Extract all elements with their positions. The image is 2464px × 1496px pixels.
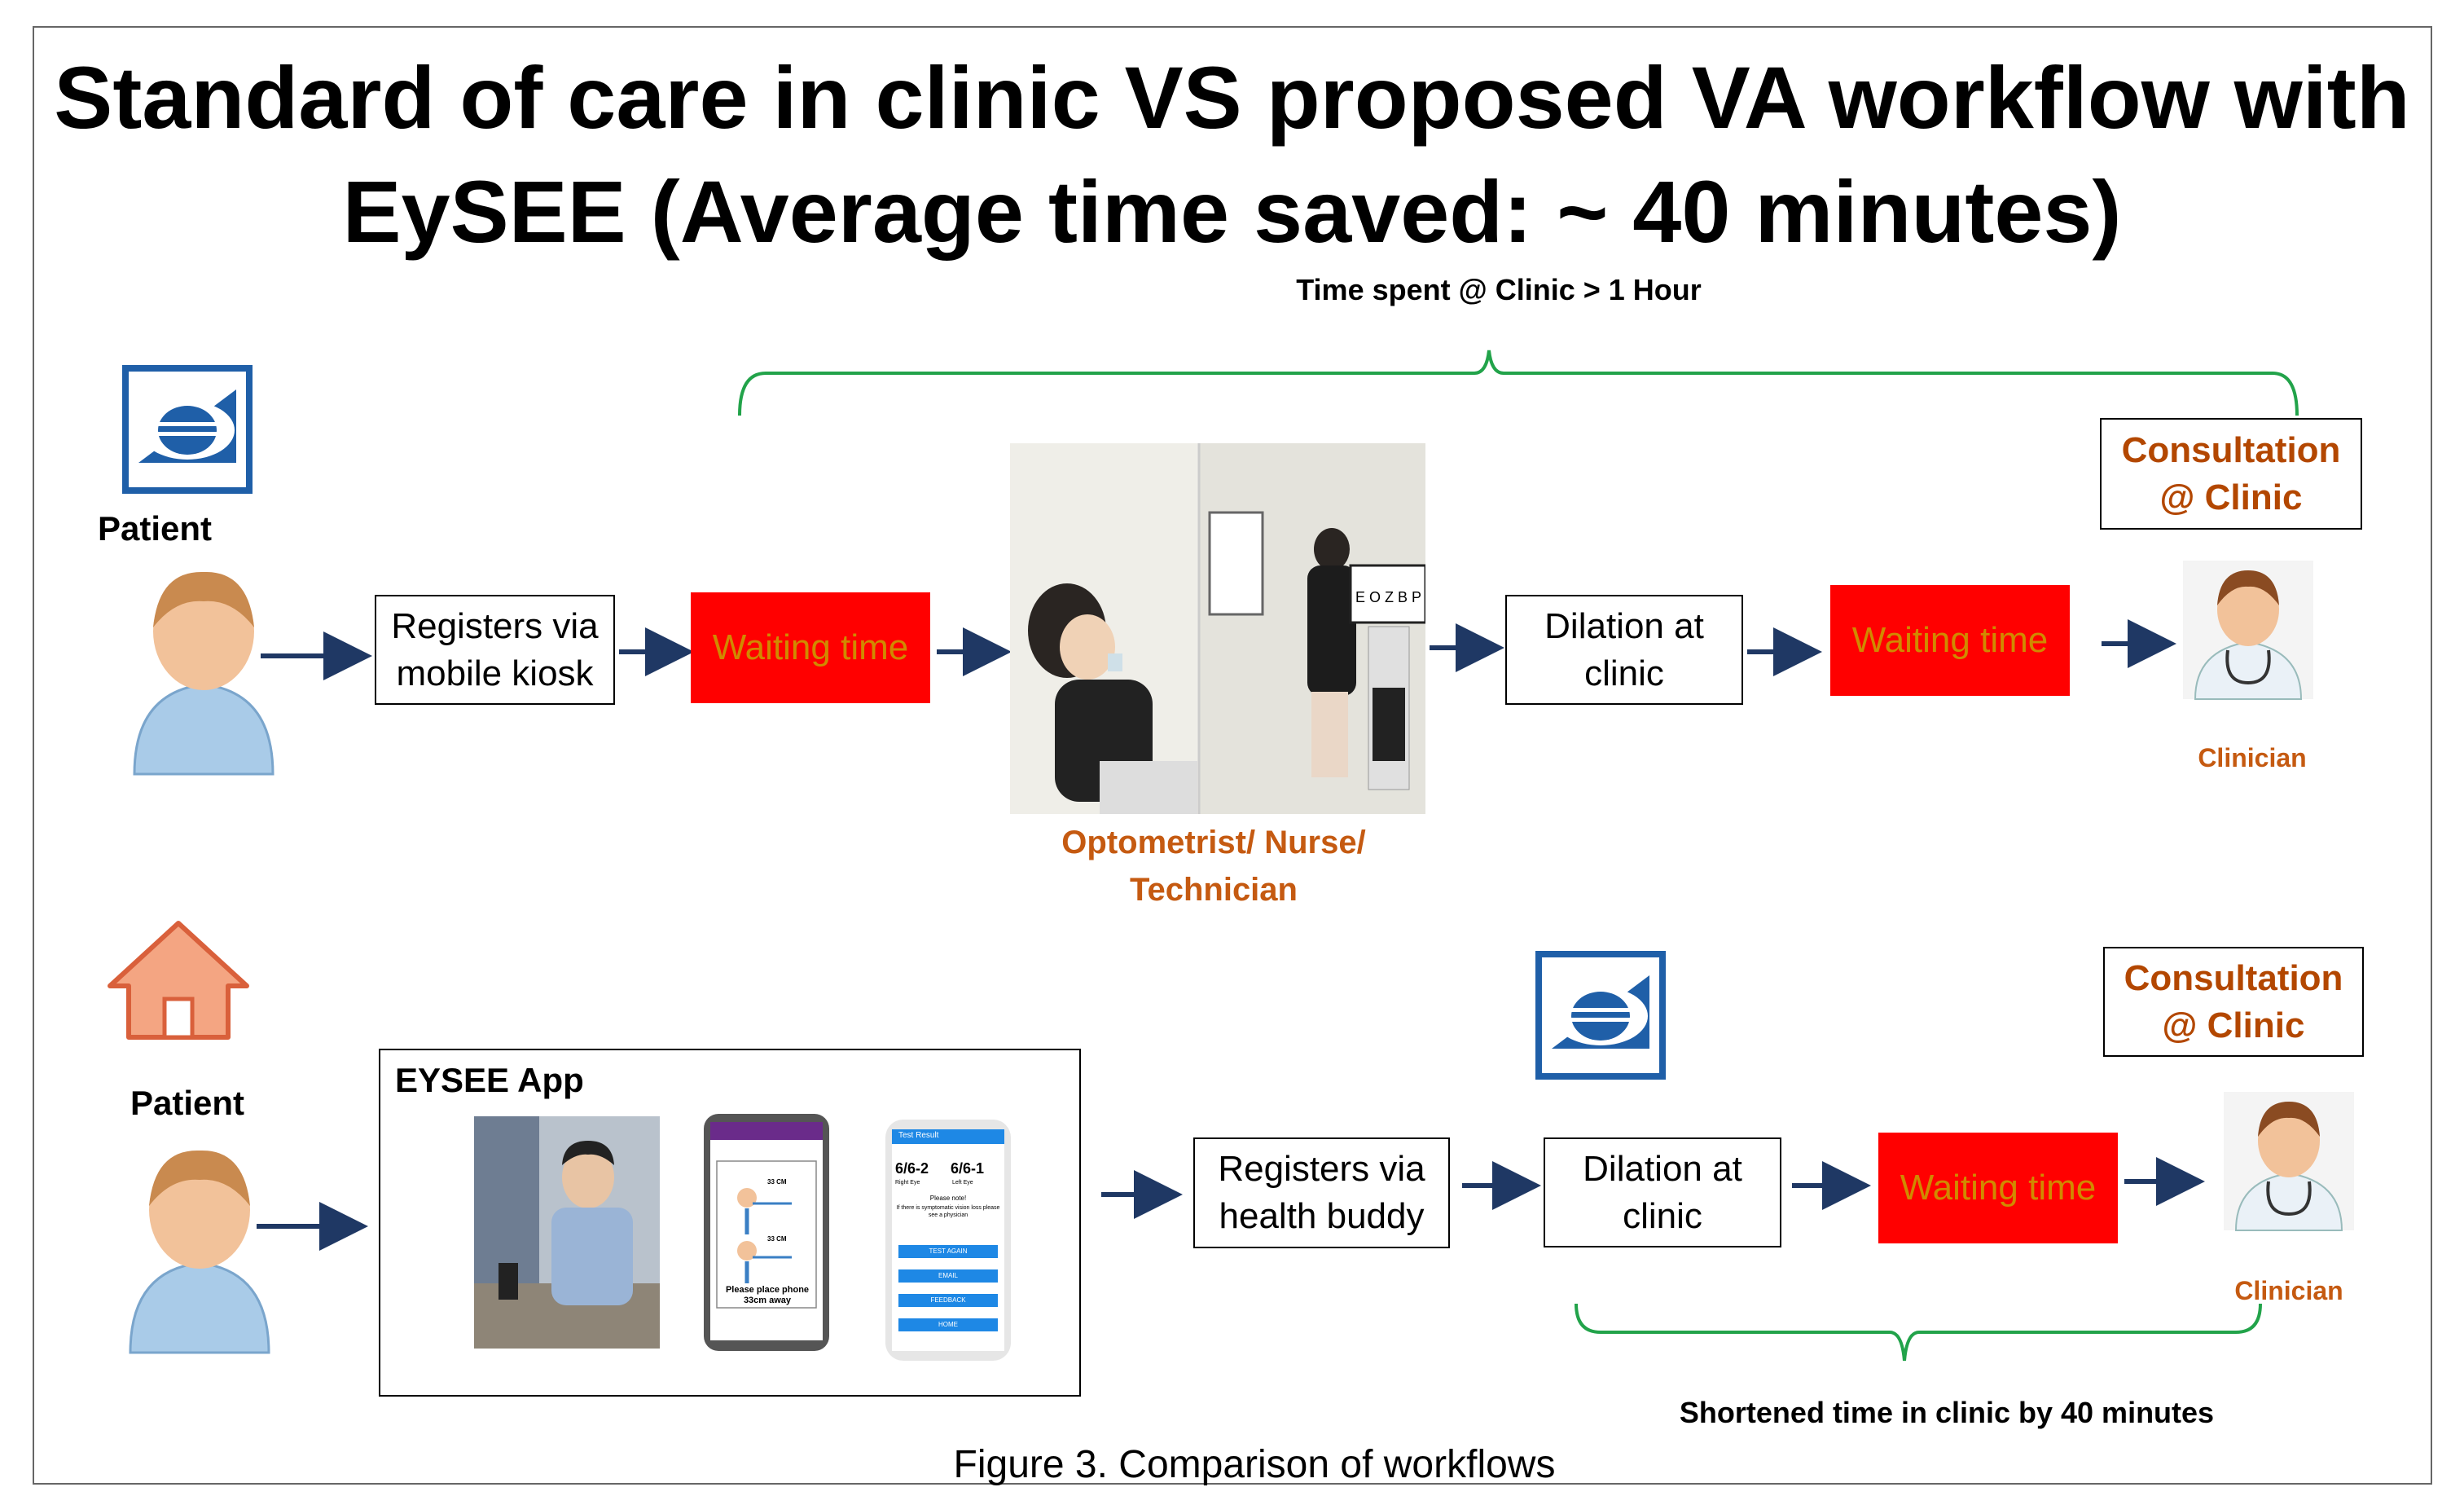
phone3-score-left: 6/6-1 <box>951 1160 985 1177</box>
phone3-score-right: 6/6-2 <box>895 1160 929 1177</box>
optometrist-photo: E O Z B P <box>1010 443 1425 814</box>
clinician-icon-top <box>2183 561 2313 700</box>
registers-health-buddy-box: Registers via health buddy <box>1193 1137 1450 1248</box>
clinic-time-brace-label: Time spent @ Clinic > 1 Hour <box>1296 273 1702 306</box>
patient-with-phone-photo <box>474 1116 660 1349</box>
phone3-home-button: HOME <box>898 1318 998 1331</box>
waiting-time-box-2: Waiting time <box>1830 585 2070 696</box>
dilation-box-top: Dilation at clinic <box>1505 595 1743 705</box>
patient-avatar-icon-bottom <box>122 1141 277 1354</box>
patient-label-top: Patient <box>98 509 213 548</box>
phone3-email-button: EMAIL <box>898 1269 998 1283</box>
eye-clinic-logo-icon <box>122 365 253 494</box>
eye-clinic-logo-icon-bottom <box>1535 951 1666 1080</box>
clinician-icon-bottom <box>2224 1092 2354 1231</box>
phone2-tag1: 33 CM <box>767 1178 787 1186</box>
consultation-box-top: Consultation @ Clinic <box>2100 418 2362 530</box>
home-icon <box>106 919 251 1041</box>
patient-label-bottom: Patient <box>130 1084 245 1122</box>
optometrist-label: Optometrist/ Nurse/ Technician <box>1061 825 1366 908</box>
waiting-time-box-3: Waiting time <box>1878 1133 2118 1243</box>
phone3-note: Please note! <box>929 1195 967 1202</box>
figure-caption: Figure 3. Comparison of workflows <box>953 1443 1556 1486</box>
phone3-eye-left: Left Eye <box>952 1180 973 1186</box>
phone2-tag2: 33 CM <box>767 1235 787 1243</box>
shortened-time-label: Shortened time in clinic by 40 minutes <box>1679 1396 2215 1429</box>
eysee-app-title: EYSEE App <box>395 1061 584 1099</box>
clinician-label-top: Clinician <box>2198 743 2307 772</box>
phone3-test-again-button: TEST AGAIN <box>898 1245 998 1258</box>
clinician-label-bottom: Clinician <box>2234 1276 2343 1305</box>
phone3-eye-right: Right Eye <box>895 1180 920 1186</box>
phone2-instruction: Please place phone 33cm away <box>725 1285 810 1305</box>
page-title: Standard of care in clinic VS proposed V… <box>54 48 2410 261</box>
app-screen-distance: 33 CM 33 CM Please place phone 33cm away <box>702 1112 831 1353</box>
app-screen-result: Test Result 6/6-2 6/6-1 Right Eye Left E… <box>884 1118 1012 1362</box>
registers-kiosk-box: Registers via mobile kiosk <box>375 595 615 705</box>
phone3-feedback-button: FEEDBACK <box>898 1294 998 1307</box>
consultation-box-bottom: Consultation @ Clinic <box>2103 947 2364 1057</box>
chart-letters: E O Z B P <box>1355 589 1421 605</box>
figure-frame <box>33 26 2432 1485</box>
patient-avatar-icon <box>126 562 281 776</box>
phone3-header: Test Result <box>898 1131 939 1140</box>
waiting-time-box-1: Waiting time <box>691 592 930 703</box>
phone3-subnote: If there is symptomatic vision loss plea… <box>896 1205 1000 1218</box>
dilation-box-bottom: Dilation at clinic <box>1544 1137 1781 1247</box>
